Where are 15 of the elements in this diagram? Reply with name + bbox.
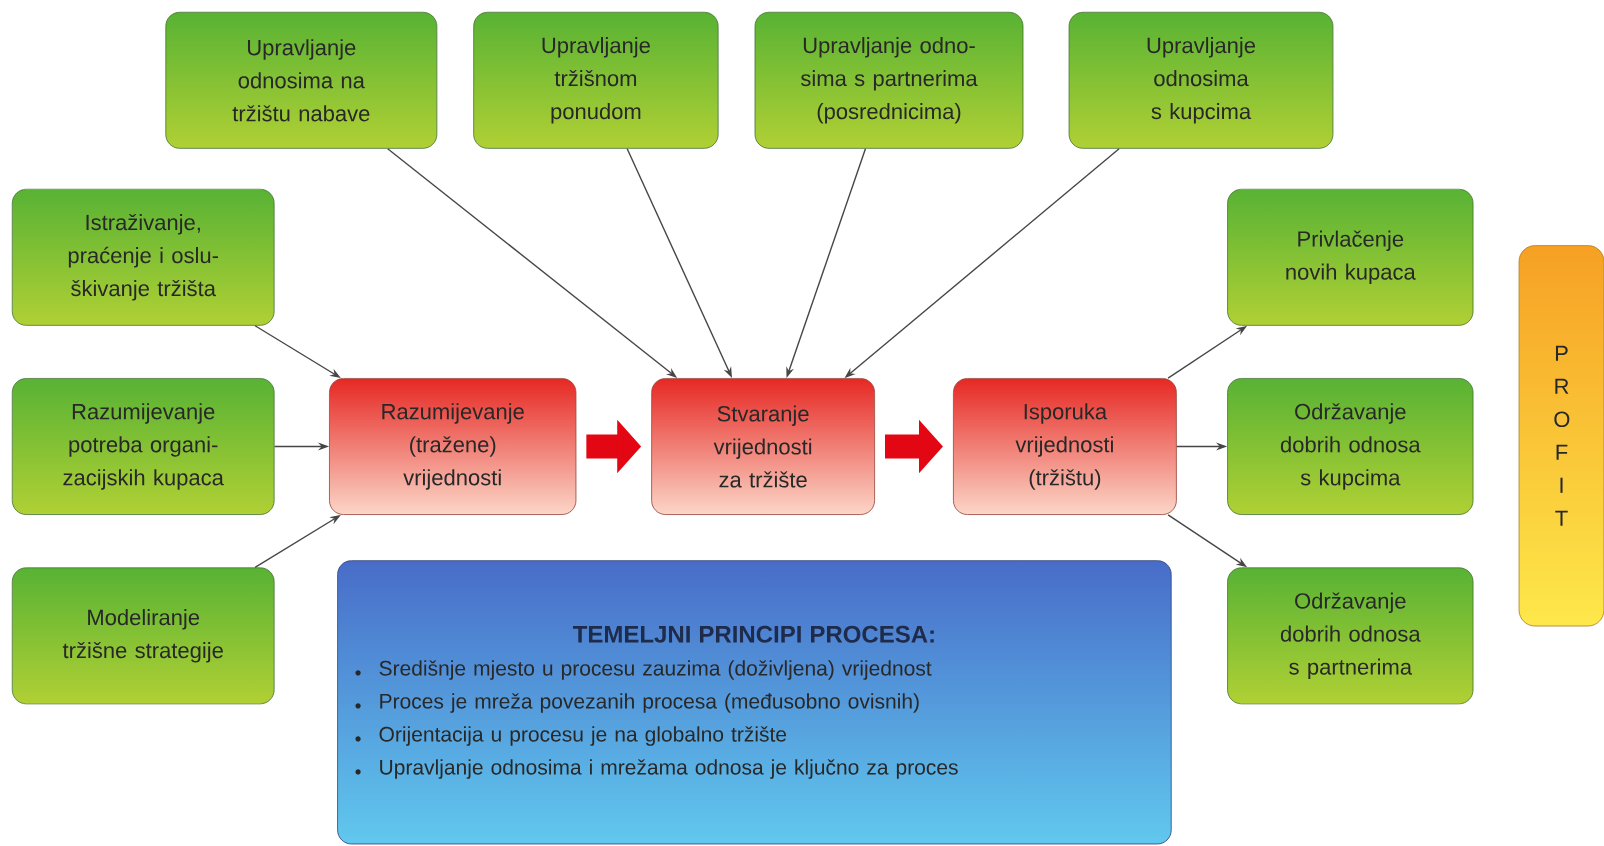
principles-panel: TEMELJNI PRINCIPI PROCESA: Središnje mjesto u procesu zauzima (doživljena) vrijednost Proces je mreža povezanih procesa (međusobno ovisnih) Orijentacija u procesu je na globalno tržište Upravljanje odnosima i mrežama odnosa je ključno za proces [337,560,1172,845]
process-box: Održavanje dobrih odnosa s kupcima [1227,378,1474,515]
profit-bar: P R O F I T [1518,245,1604,627]
process-box: Upravljanje odnosima s kupcima [1068,11,1334,149]
process-box: Upravljanje odnosima na tržištu nabave [165,11,438,149]
value-box: Isporuka vrijednosti (tržištu) [953,378,1177,515]
process-box: Održavanje dobrih odnosa s partnerima [1227,567,1474,705]
process-box: Istraživanje, praćenje i oslu-škivanje tržišta [11,188,275,326]
process-box: Razumijevanje potreba organi-zacijskih kupaca [11,378,275,515]
process-box: Upravljanje odno-sima s partnerima (posrednicima) [754,11,1024,149]
value-box: Razumijevanje (tražene) vrijednosti [329,378,577,515]
process-box: Modeliranje tržišne strategije [11,567,275,705]
process-box: Privlačenje novih kupaca [1227,188,1474,326]
value-box: Stvaranje vrijednosti za tržište [651,378,875,515]
process-box: Upravljanje tržišnom ponudom [473,11,719,149]
